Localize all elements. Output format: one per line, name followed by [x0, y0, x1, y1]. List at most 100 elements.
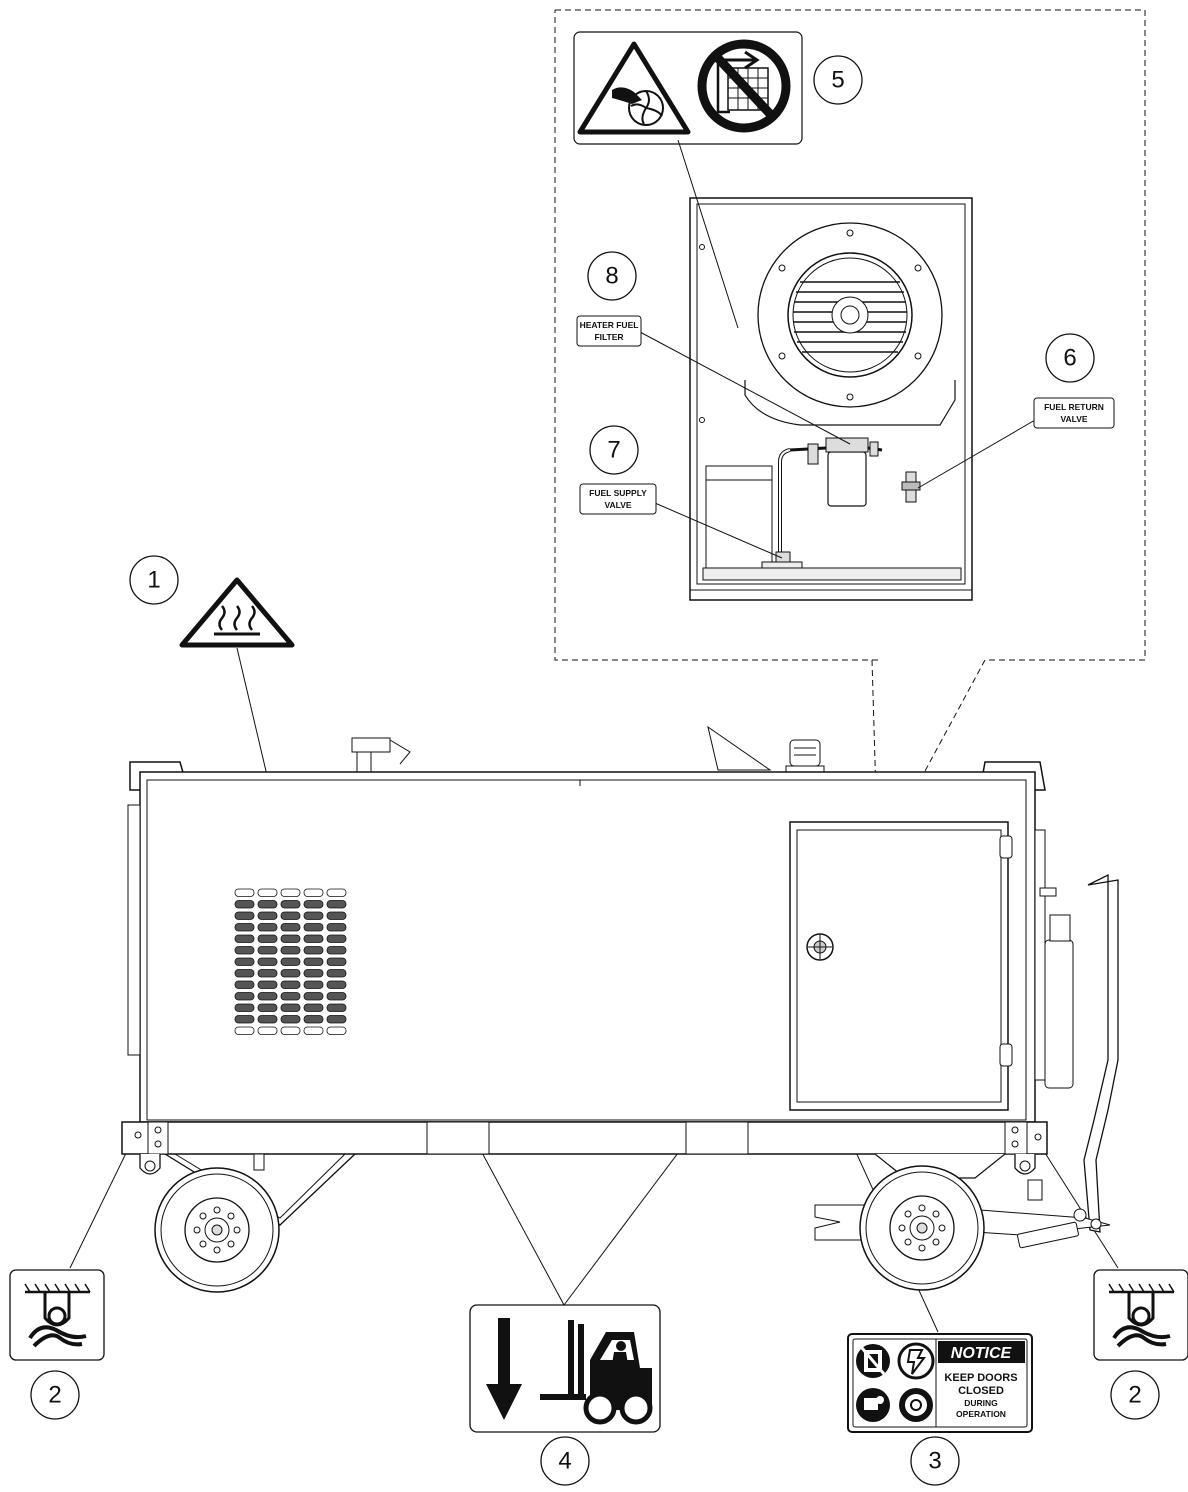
notice-keep-doors-closed-decal: NOTICE KEEP DOORS CLOSED DURING OPERATIO… — [847, 1333, 1033, 1433]
svg-text:HEATER FUEL: HEATER FUEL — [580, 320, 639, 330]
vent-slot — [257, 969, 278, 978]
forklift-lift-point-icon — [486, 1318, 653, 1425]
callout-1: 1 — [129, 555, 179, 605]
vent-slot — [303, 969, 324, 978]
svg-text:FUEL SUPPLY: FUEL SUPPLY — [589, 488, 647, 498]
svg-text:5: 5 — [831, 67, 844, 94]
callout-8: 8 — [587, 251, 637, 301]
vent-slot — [257, 992, 278, 1001]
fan-hazard-decal — [573, 31, 803, 145]
svg-text:FILTER: FILTER — [594, 332, 623, 342]
svg-text:FUEL RETURN: FUEL RETURN — [1044, 402, 1104, 412]
svg-text:DURING: DURING — [964, 1398, 998, 1408]
rear-wheel — [859, 1165, 985, 1291]
vent-slot — [234, 1015, 255, 1024]
vent-slot — [303, 992, 324, 1001]
vent-slot — [326, 934, 347, 943]
vent-slot — [257, 1003, 278, 1012]
vent-slot — [280, 1003, 301, 1012]
vent-slot — [234, 957, 255, 966]
svg-text:6: 6 — [1063, 345, 1076, 372]
vent-slot — [303, 934, 324, 943]
vent-slot — [326, 1026, 347, 1035]
vent-slot — [326, 900, 347, 909]
vent-slot — [257, 923, 278, 932]
vent-slot — [257, 980, 278, 989]
access-door — [789, 821, 1013, 1111]
vent-slot — [280, 1015, 301, 1024]
vent-grille — [234, 888, 347, 1035]
vent-slot — [326, 946, 347, 955]
svg-text:4: 4 — [558, 1448, 571, 1475]
rotating-fan-hand-hazard-icon — [577, 41, 691, 135]
svg-text:OPERATION: OPERATION — [956, 1409, 1006, 1419]
vent-slot — [280, 992, 301, 1001]
svg-text:2: 2 — [1128, 1382, 1141, 1409]
vent-slot — [257, 911, 278, 920]
vent-slot — [303, 980, 324, 989]
svg-text:1: 1 — [147, 567, 160, 594]
callout-2-right: 2 — [1110, 1370, 1160, 1420]
vent-slot — [280, 969, 301, 978]
vent-slot — [303, 1015, 324, 1024]
door-handle — [806, 933, 834, 961]
tag-heater-fuel-filter: HEATER FUEL FILTER — [576, 315, 642, 347]
vent-slot — [326, 911, 347, 920]
vent-slot — [280, 923, 301, 932]
vent-slot — [280, 957, 301, 966]
tie-down-decal-right — [1093, 1269, 1188, 1361]
vent-slot — [234, 934, 255, 943]
heater-compartment-detail — [689, 197, 973, 601]
vent-slot — [234, 1026, 255, 1035]
vent-slot — [303, 923, 324, 932]
vent-slot — [303, 957, 324, 966]
vent-slot — [326, 969, 347, 978]
vent-slot — [303, 911, 324, 920]
vent-slot — [280, 1026, 301, 1035]
svg-text:3: 3 — [928, 1448, 941, 1475]
vent-slot — [280, 980, 301, 989]
vent-slot — [326, 1003, 347, 1012]
tag-fuel-return-valve: FUEL RETURN VALVE — [1033, 397, 1115, 429]
tie-down-point-icon — [1108, 1283, 1175, 1348]
vent-slot — [280, 934, 301, 943]
callout-6: 6 — [1045, 333, 1095, 383]
vent-slot — [326, 957, 347, 966]
vent-slot — [257, 934, 278, 943]
svg-text:7: 7 — [607, 437, 620, 464]
vent-slot — [303, 1003, 324, 1012]
svg-text:CLOSED: CLOSED — [958, 1385, 1004, 1397]
vent-slot — [257, 888, 278, 897]
svg-text:2: 2 — [48, 1382, 61, 1409]
vent-slot — [257, 1026, 278, 1035]
svg-text:KEEP DOORS: KEEP DOORS — [944, 1372, 1017, 1384]
heater-unit-side-view — [121, 725, 1119, 1293]
vent-slot — [257, 1015, 278, 1024]
svg-text:VALVE: VALVE — [1060, 414, 1087, 424]
vent-slot — [326, 992, 347, 1001]
callout-3: 3 — [910, 1436, 960, 1486]
vent-slot — [326, 980, 347, 989]
svg-text:VALVE: VALVE — [604, 500, 631, 510]
vent-slot — [326, 888, 347, 897]
tag-fuel-supply-valve: FUEL SUPPLY VALVE — [579, 483, 657, 515]
vent-slot — [234, 980, 255, 989]
tie-down-decal-left — [9, 1269, 105, 1361]
vent-slot — [234, 923, 255, 932]
vent-slot — [234, 992, 255, 1001]
vent-slot — [280, 946, 301, 955]
callout-4: 4 — [540, 1436, 590, 1486]
vent-slot — [234, 900, 255, 909]
callout-7: 7 — [589, 425, 639, 475]
notice-icons — [856, 1342, 935, 1422]
vent-slot — [280, 900, 301, 909]
vent-slot — [303, 1026, 324, 1035]
vent-slot — [234, 1003, 255, 1012]
vent-slot — [280, 911, 301, 920]
front-wheel — [154, 1167, 280, 1293]
exhaust-hood — [707, 725, 772, 771]
vent-slot — [326, 1015, 347, 1024]
beacon-light — [785, 739, 825, 775]
vent-slot — [234, 946, 255, 955]
